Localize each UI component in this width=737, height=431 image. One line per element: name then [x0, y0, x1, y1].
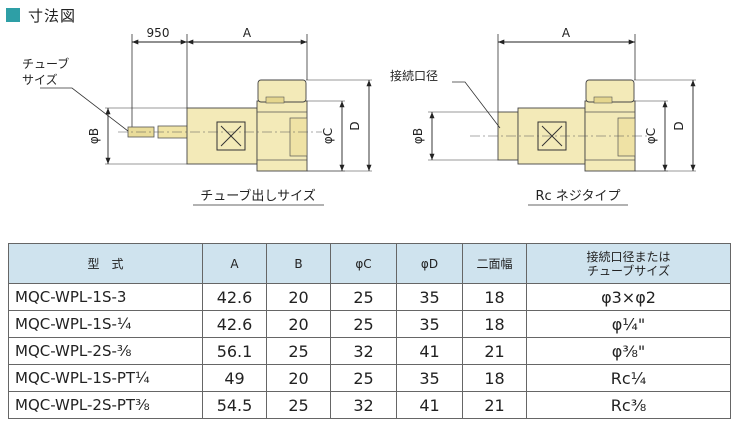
- section-title: 寸法図: [28, 6, 77, 25]
- table-cell: 20: [266, 283, 331, 311]
- table-cell: 56.1: [202, 337, 267, 365]
- column-header: 二面幅: [462, 243, 527, 284]
- table-cell: 42.6: [202, 283, 267, 311]
- table-cell: 54.5: [202, 391, 267, 419]
- dim-phiB-label: φB: [87, 128, 101, 144]
- model-cell: MQC-WPL-2S-PT⅜: [8, 391, 203, 419]
- table-cell: 21: [462, 337, 527, 365]
- dimension-drawings: 950 A チューブ サイズ φB φC: [22, 26, 696, 206]
- table-cell: φ3×φ2: [526, 283, 731, 311]
- model-cell: MQC-WPL-2S-⅜: [8, 337, 203, 365]
- table-cell: 18: [462, 364, 527, 392]
- table-cell: 35: [396, 283, 463, 311]
- column-header: φC: [330, 243, 397, 284]
- tube-size-label-line2: サイズ: [22, 72, 58, 87]
- dim-A-label: A: [243, 26, 252, 40]
- section-header: 寸法図: [6, 4, 76, 26]
- table-cell: 49: [202, 364, 267, 392]
- model-cell: MQC-WPL-1S-¼: [8, 310, 203, 338]
- tube-size-label-line1: チューブ: [22, 56, 69, 71]
- dim-phiC-label: φC: [321, 128, 335, 144]
- dim-950-label: 950: [147, 26, 170, 40]
- drawing-rc-thread-type: A 接続口径 φB φC D Rc ネジタイプ: [390, 26, 696, 206]
- dim-A2-label: A: [562, 26, 571, 40]
- table-cell: 25: [330, 364, 397, 392]
- section-marker: [6, 8, 20, 22]
- drawing1-caption: チューブ出しサイズ: [200, 188, 316, 204]
- dim-phiC2-label: φC: [644, 128, 658, 144]
- drawing2-caption: Rc ネジタイプ: [535, 189, 620, 204]
- table-cell: 25: [266, 337, 331, 365]
- table-cell: Rc¼: [526, 364, 731, 392]
- drawing-tube-type: 950 A チューブ サイズ φB φC: [22, 26, 372, 206]
- column-header: A: [202, 243, 267, 284]
- table-cell: 18: [462, 283, 527, 311]
- table-cell: 25: [330, 310, 397, 338]
- table-cell: 42.6: [202, 310, 267, 338]
- dim-D-label: D: [348, 121, 362, 130]
- column-header: 接続口径またはチューブサイズ: [526, 243, 731, 284]
- column-header: B: [266, 243, 331, 284]
- dim-D2-label: D: [672, 121, 686, 130]
- table-cell: 25: [266, 391, 331, 419]
- table-cell: 32: [330, 391, 397, 419]
- table-cell: 35: [396, 364, 463, 392]
- port-size-label: 接続口径: [390, 68, 438, 83]
- table-cell: φ¼": [526, 310, 731, 338]
- column-header: φD: [396, 243, 463, 284]
- model-cell: MQC-WPL-1S-PT¼: [8, 364, 203, 392]
- table-cell: 21: [462, 391, 527, 419]
- table-cell: φ⅜": [526, 337, 731, 365]
- table-cell: 41: [396, 337, 463, 365]
- table-cell: 35: [396, 310, 463, 338]
- table-cell: 25: [330, 283, 397, 311]
- model-cell: MQC-WPL-1S-3: [8, 283, 203, 311]
- table-cell: 20: [266, 310, 331, 338]
- table-cell: Rc⅜: [526, 391, 731, 419]
- table-cell: 18: [462, 310, 527, 338]
- table-cell: 41: [396, 391, 463, 419]
- table-cell: 32: [330, 337, 397, 365]
- dim-phiB2-label: φB: [411, 128, 425, 144]
- column-header: 型 式: [8, 243, 203, 284]
- table-cell: 20: [266, 364, 331, 392]
